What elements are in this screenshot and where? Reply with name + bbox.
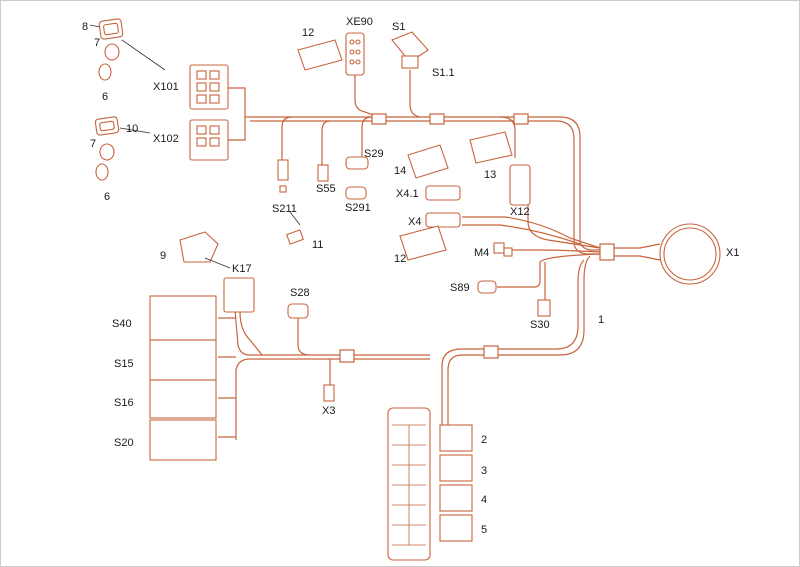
label-s16: S16: [114, 397, 134, 409]
connector-xe90: [345, 32, 365, 76]
plug-6b: [95, 163, 109, 181]
branch-s211: [281, 116, 293, 165]
label-s40: S40: [112, 318, 132, 330]
connector-x102: [189, 119, 229, 161]
label-k17: K17: [232, 263, 252, 275]
components: [94, 18, 721, 561]
label-s28: S28: [290, 287, 310, 299]
labels: 8 7 6 X101 10 7 6 X102 12 XE90 S1 S1.1 S…: [82, 16, 739, 536]
label-9: 9: [160, 250, 166, 262]
label-s1: S1: [392, 21, 405, 33]
label-13: 13: [484, 169, 496, 181]
label-x102: X102: [153, 133, 179, 145]
label-m4: M4: [474, 247, 489, 259]
label-xe90: XE90: [346, 16, 373, 28]
label-x4-1: X4.1: [396, 188, 419, 200]
label-s20: S20: [114, 437, 134, 449]
sensor-s89: [477, 280, 497, 294]
label-4: 4: [481, 494, 487, 506]
label-x3: X3: [322, 405, 335, 417]
main-harness-top: [250, 116, 581, 240]
label-x101: X101: [153, 81, 179, 93]
label-s1-1: S1.1: [432, 67, 455, 79]
connector-s291: [345, 186, 367, 200]
label-10: 10: [126, 123, 138, 135]
label-s30: S30: [530, 319, 550, 331]
connector-12b: [399, 225, 447, 261]
switch-panel-s20: [149, 419, 217, 461]
sensor-s55: [317, 164, 329, 182]
plug-7b: [99, 143, 115, 161]
label-14: 14: [394, 165, 406, 177]
fuse-block-3: [439, 454, 473, 482]
label-12b: 12: [394, 253, 406, 265]
label-6a: 6: [102, 91, 108, 103]
label-7b: 7: [90, 138, 96, 150]
label-7a: 7: [94, 37, 100, 49]
label-s29: S29: [364, 148, 384, 160]
branch-x12: [499, 116, 516, 158]
label-x1: X1: [726, 247, 739, 259]
sensor-s211: [277, 159, 289, 181]
leader-lines: [89, 24, 301, 269]
switch-panel-s40: [149, 295, 217, 341]
label-8: 8: [82, 21, 88, 33]
clip-11: [286, 229, 304, 245]
sleeves: [339, 113, 615, 363]
connector-s28: [287, 303, 309, 319]
branch-s1: [409, 70, 421, 118]
branch-s55: [321, 120, 331, 165]
branch-s29: [361, 116, 373, 157]
label-s211: S211: [272, 203, 297, 215]
connector-12a: [297, 39, 343, 71]
label-1: 1: [598, 314, 604, 326]
switch-s1: [391, 31, 429, 63]
label-3: 3: [481, 465, 487, 477]
wire-bundles: [218, 70, 661, 440]
motor-m4: [493, 242, 505, 254]
connector-x4-1: [425, 185, 461, 201]
label-x12: X12: [510, 206, 530, 218]
label-s89: S89: [450, 282, 470, 294]
switch-panel-s16: [149, 379, 217, 419]
branch-xe90: [354, 75, 379, 118]
label-5: 5: [481, 524, 487, 536]
sensor-s30: [537, 299, 551, 317]
label-x4: X4: [408, 216, 421, 228]
plug-6a: [98, 63, 112, 81]
connector-s29: [345, 156, 369, 170]
connector-13: [469, 131, 513, 164]
label-s291: S291: [345, 202, 371, 214]
fuse-block-4: [439, 484, 473, 512]
connector-x4: [425, 212, 461, 228]
label-2: 2: [481, 434, 487, 446]
main-harness-bottom: [447, 255, 591, 425]
label-6b: 6: [104, 191, 110, 203]
relay-9: [179, 231, 219, 263]
connector-x3: [323, 384, 335, 402]
connector-x101: [189, 64, 229, 110]
relay-k17: [223, 277, 255, 313]
label-11: 11: [312, 239, 323, 251]
switch-panel-s15: [149, 339, 217, 381]
label-12a: 12: [302, 27, 314, 39]
label-s15: S15: [114, 358, 134, 370]
label-s55: S55: [316, 183, 336, 195]
connector-x12: [509, 164, 531, 206]
fuse-block-5: [439, 514, 473, 542]
connector-14: [407, 144, 449, 179]
plug-7a: [104, 43, 120, 61]
fuse-block-2: [439, 424, 473, 452]
